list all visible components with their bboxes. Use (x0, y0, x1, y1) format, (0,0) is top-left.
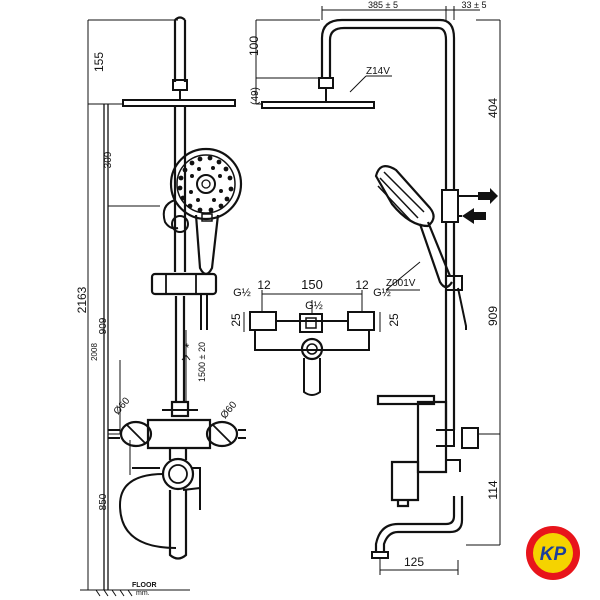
dim-25-left: 25 (229, 313, 243, 327)
dim-12-left: 12 (257, 278, 271, 292)
asterisk-mark: * (185, 341, 190, 355)
dim-2008: 2008 (90, 343, 99, 361)
dim-850: 850 (98, 493, 109, 510)
bath-spout (390, 460, 420, 502)
dim-155: 155 (92, 52, 106, 72)
model-code-hand: Z001V (386, 278, 416, 289)
unit-label: mm. (136, 590, 150, 597)
dim-49: (49) (250, 87, 261, 105)
dim-12-right: 12 (355, 278, 369, 292)
hand-shower-side (374, 165, 467, 330)
side-view (255, 6, 501, 575)
dim-top-width: 385 ± 5 (368, 0, 398, 10)
kp-logo: KP (526, 526, 580, 580)
logo-text: KP (540, 544, 567, 565)
dim-100: 100 (247, 36, 261, 56)
dim-top-offset: 33 ± 5 (462, 0, 487, 10)
dim-404: 404 (486, 98, 500, 118)
dim-114: 114 (486, 480, 500, 499)
dim-309: 309 (103, 151, 114, 168)
floor-label: FLOOR (132, 582, 157, 589)
rain-shower-head (122, 99, 236, 107)
slide-bracket (150, 272, 218, 296)
rain-shower-head-side (261, 101, 375, 109)
dim-909-left: 909 (98, 317, 109, 334)
dim-150: 150 (301, 277, 323, 292)
dim-dia60-left: Ø60 (112, 395, 133, 417)
dim-2163: 2163 (75, 286, 89, 313)
dim-125: 125 (404, 555, 424, 569)
hand-shower-head (169, 147, 243, 221)
dim-1500: 1500 ± 20 (197, 342, 207, 382)
mixer-valve-front (108, 400, 246, 560)
model-code-head: Z14V (366, 66, 390, 77)
pipe-g-center: G½ (305, 300, 323, 312)
dim-909-right: 909 (486, 306, 500, 326)
dim-25-right: 25 (387, 313, 401, 327)
dim-dia60-right: Ø60 (219, 399, 240, 421)
pipe-g-left: G½ (233, 287, 251, 299)
mixer-detail-view (243, 290, 381, 396)
front-view (80, 16, 246, 597)
